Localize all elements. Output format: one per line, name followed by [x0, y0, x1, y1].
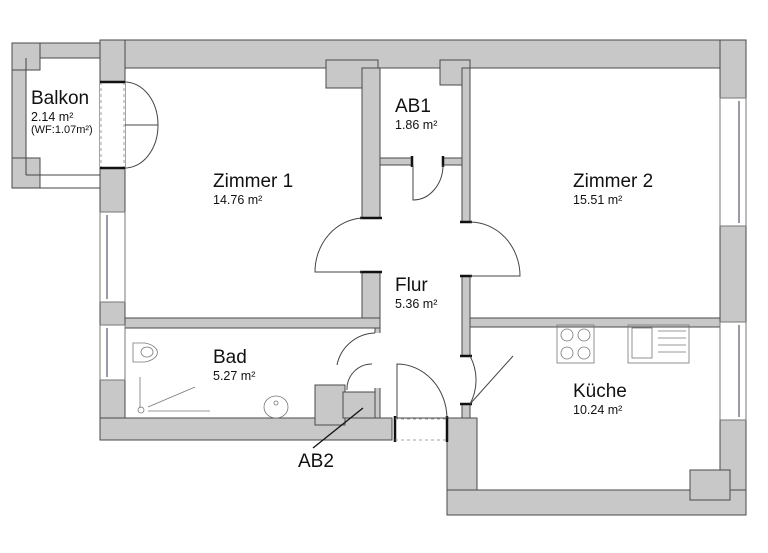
room-name: Küche	[573, 381, 627, 402]
room-label-balkon: Balkon 2.14 m² (WF:1.07m²)	[31, 88, 93, 136]
door-swings	[124, 81, 521, 419]
stove-icon	[556, 324, 595, 364]
windows	[99, 80, 747, 442]
room-label-flur: Flur 5.36 m²	[395, 275, 437, 311]
sink-icon	[627, 324, 690, 364]
room-name: Bad	[213, 347, 247, 368]
room-label-zimmer1: Zimmer 1 14.76 m²	[213, 171, 293, 207]
sink-bath-icon	[263, 395, 289, 419]
room-name: AB1	[395, 96, 431, 117]
room-name: Zimmer 1	[213, 171, 294, 192]
room-name: Flur	[395, 275, 428, 296]
room-area: 5.36 m²	[395, 297, 438, 311]
shower-icon	[137, 377, 210, 414]
room-label-ab2: AB2	[298, 451, 334, 473]
room-note: (WF:1.07m²)	[31, 124, 93, 136]
room-label-zimmer2: Zimmer 2 15.51 m²	[573, 171, 653, 207]
room-area: 1.86 m²	[395, 118, 438, 132]
toilet-icon	[132, 342, 158, 363]
balkon-structure	[11, 42, 103, 189]
room-area: 15.51 m²	[573, 193, 623, 207]
room-name: Zimmer 2	[573, 171, 654, 192]
room-label-ab1: AB1 1.86 m²	[395, 96, 437, 132]
room-area: 5.27 m²	[213, 369, 256, 383]
room-area: 2.14 m²	[31, 110, 74, 124]
room-name: AB2	[298, 451, 334, 472]
room-name: Balkon	[31, 88, 90, 109]
ab2-pointer-line	[312, 407, 364, 449]
room-area: 14.76 m²	[213, 193, 263, 207]
room-area: 10.24 m²	[573, 403, 623, 417]
room-label-bad: Bad 5.27 m²	[213, 347, 255, 383]
room-label-kueche: Küche 10.24 m²	[573, 381, 627, 417]
